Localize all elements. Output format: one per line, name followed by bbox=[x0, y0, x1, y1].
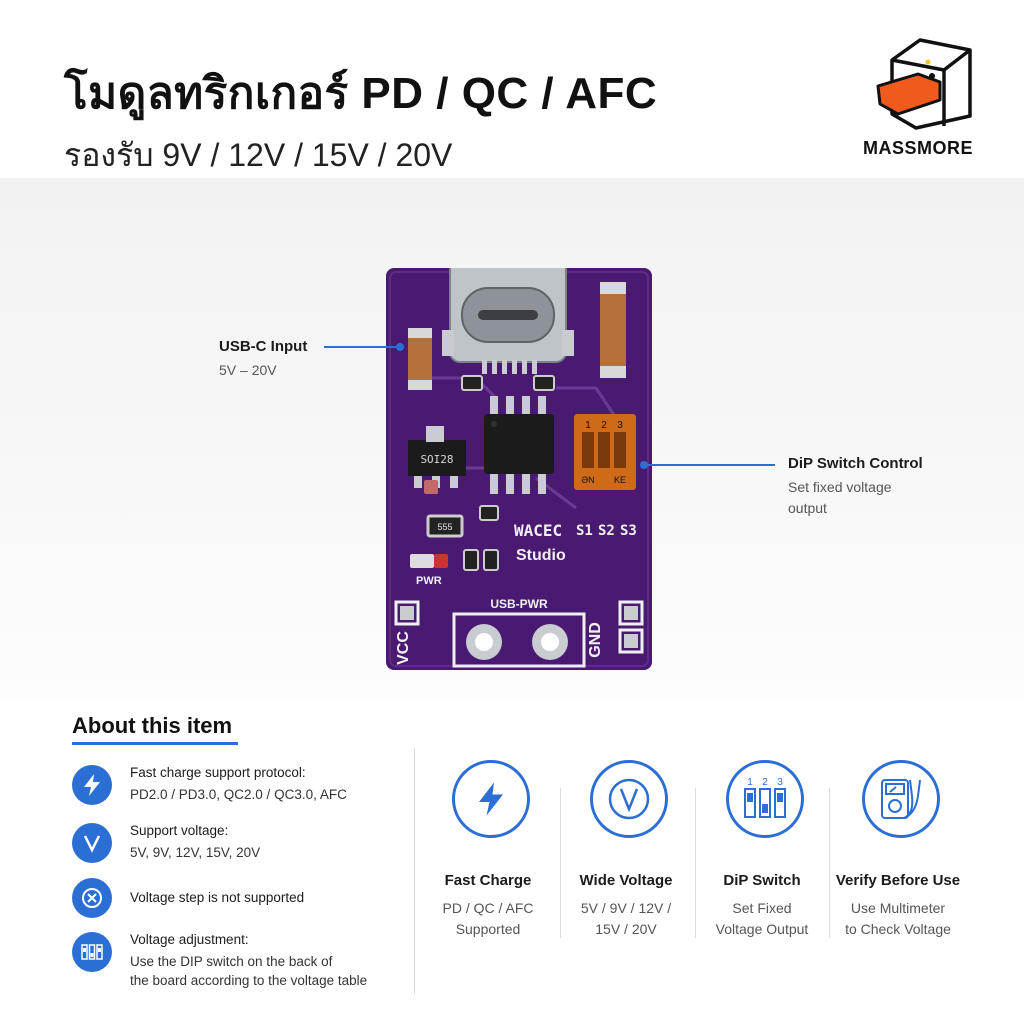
dip-callout-sub-2: output bbox=[788, 500, 827, 516]
resistor-555: 555 bbox=[426, 514, 464, 538]
pcb-board: SOI28 1 2 3 ƏN KE S1 S2 S3 555 PWR WACEC… bbox=[386, 268, 652, 670]
dip-callout-sub-1: Set fixed voltage bbox=[788, 479, 892, 495]
lightning-icon bbox=[72, 765, 112, 805]
card-divider bbox=[695, 788, 696, 938]
board-brand-line2: Studio bbox=[516, 547, 566, 564]
page-title: โมดูลทริกเกอร์ PD / QC / AFC bbox=[64, 69, 658, 118]
controller-ic bbox=[484, 396, 554, 494]
multimeter-icon bbox=[862, 760, 940, 838]
cross-circle-icon bbox=[72, 878, 112, 918]
card-title: Wide Voltage bbox=[579, 872, 673, 889]
card-divider bbox=[560, 788, 561, 938]
dip-switch-icon: 1 2 3 bbox=[726, 760, 804, 838]
card-title: Verify Before Use bbox=[835, 872, 961, 889]
v-icon bbox=[72, 823, 112, 863]
capacitor-right bbox=[600, 282, 626, 378]
brand-name: MASSMORE bbox=[862, 138, 973, 158]
brand-logo: MASSMORE bbox=[858, 30, 978, 170]
card-sub-2: 15V / 20V bbox=[595, 921, 657, 937]
power-led bbox=[410, 554, 448, 568]
dip-num-1: 1 bbox=[747, 777, 753, 788]
chip-label: SOI28 bbox=[420, 453, 453, 466]
about-item-head: Voltage step is not supported bbox=[130, 890, 305, 905]
card-sub-1: PD / QC / AFC bbox=[442, 900, 534, 916]
about-item-head: Voltage adjustment: bbox=[130, 932, 249, 947]
dip-callout-title: DiP Switch Control bbox=[788, 455, 923, 472]
switch-label-s2: S2 bbox=[598, 523, 615, 539]
svg-text:555: 555 bbox=[437, 522, 452, 532]
solder-hole-right bbox=[532, 624, 568, 660]
card-sub-2: Voltage Output bbox=[715, 921, 809, 937]
dip-callout-line bbox=[645, 464, 775, 466]
card-sub-1: Set Fixed bbox=[732, 900, 792, 916]
dip-num-2: 2 bbox=[762, 777, 768, 788]
solder-hole-left bbox=[466, 624, 502, 660]
dip-callout-dot bbox=[640, 461, 648, 469]
dip-num-1: 1 bbox=[585, 420, 591, 431]
gnd-pad: GND bbox=[587, 600, 644, 658]
card-sub-1: Use Multimeter bbox=[850, 900, 946, 916]
usb-callout-title: USB-C Input bbox=[219, 338, 308, 355]
dip-on-label: ƏN bbox=[581, 475, 594, 485]
duck-logo-icon bbox=[876, 38, 972, 130]
v-icon bbox=[590, 760, 668, 838]
vcc-pad: VCC bbox=[394, 600, 420, 665]
dip-num-2: 2 bbox=[601, 420, 607, 431]
pwr-label: PWR bbox=[416, 575, 442, 587]
capacitor-left bbox=[408, 328, 432, 390]
card-sub-2: Supported bbox=[455, 921, 521, 937]
about-underline bbox=[72, 742, 238, 745]
dip-num-3: 3 bbox=[777, 777, 783, 788]
about-item-body-1: Use the DIP switch on the back of bbox=[130, 954, 333, 969]
lightning-icon bbox=[452, 760, 530, 838]
page-subtitle: รองรับ 9V / 12V / 15V / 20V bbox=[64, 137, 453, 173]
usb-callout-line bbox=[324, 346, 400, 348]
switch-label-s1: S1 bbox=[576, 523, 593, 539]
card-sub-1: 5V / 9V / 12V / bbox=[580, 900, 672, 916]
section-divider bbox=[414, 748, 415, 994]
about-item-body: 5V, 9V, 12V, 15V, 20V bbox=[130, 845, 261, 860]
usb-callout-sub: 5V – 20V bbox=[219, 362, 277, 378]
dip-num-3: 3 bbox=[617, 420, 623, 431]
svg-text:GND: GND bbox=[587, 622, 604, 658]
card-title: Fast Charge bbox=[444, 872, 532, 889]
card-title: DiP Switch bbox=[723, 872, 801, 889]
about-item-head: Fast charge support protocol: bbox=[130, 765, 306, 780]
dip-switch-icon bbox=[72, 932, 112, 972]
about-title: About this item bbox=[72, 713, 233, 738]
board-brand-line1: WACEC bbox=[514, 521, 562, 540]
usb-pwr-label: USB-PWR bbox=[490, 597, 548, 611]
switch-label-s3: S3 bbox=[620, 523, 637, 539]
card-sub-2: to Check Voltage bbox=[845, 921, 951, 937]
dip-switch: 1 2 3 ƏN KE bbox=[574, 414, 636, 490]
about-item-body: PD2.0 / PD3.0, QC2.0 / QC3.0, AFC bbox=[130, 787, 347, 802]
about-item-head: Support voltage: bbox=[130, 823, 229, 838]
card-divider bbox=[829, 788, 830, 938]
usb-c-connector bbox=[442, 268, 574, 374]
dip-ke-label: KE bbox=[614, 475, 626, 485]
about-item-body-2: the board according to the voltage table bbox=[130, 973, 368, 988]
svg-text:VCC: VCC bbox=[395, 631, 412, 665]
usb-callout-dot bbox=[396, 343, 404, 351]
